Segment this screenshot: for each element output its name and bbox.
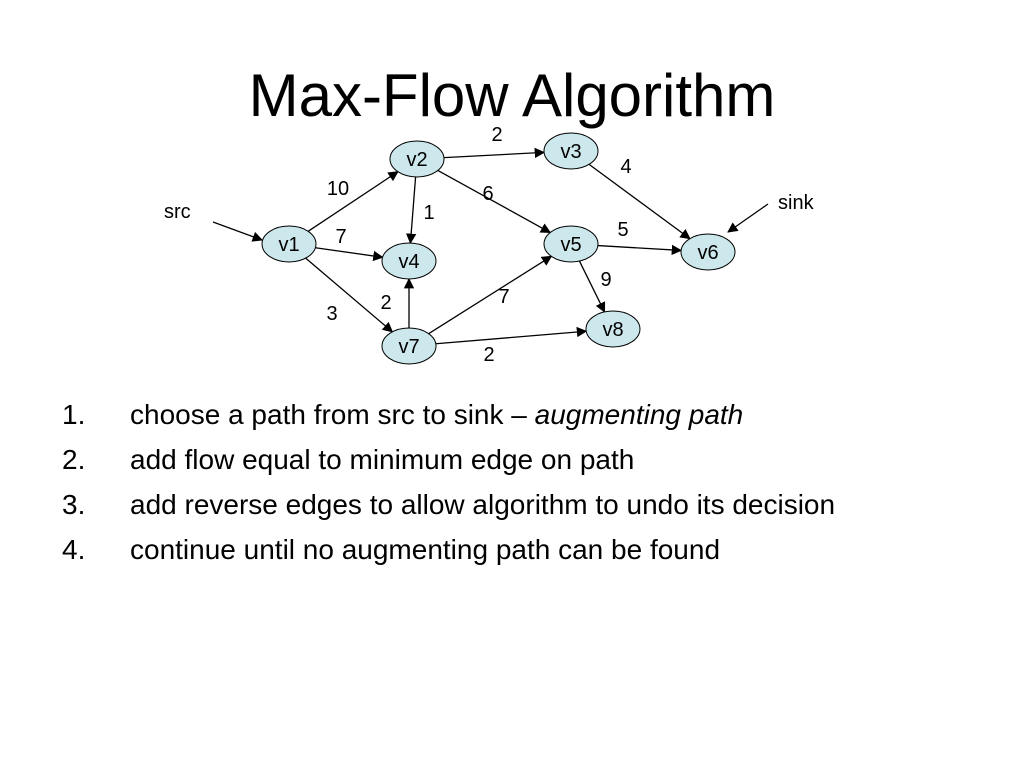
node-v7: v7 (381, 327, 437, 365)
step-item: 1. choose a path from src to sink – augm… (58, 396, 958, 433)
edge-capacity-v7-v5: 7 (498, 286, 509, 308)
node-v1: v1 (261, 225, 317, 263)
step-item: 2. add flow equal to minimum edge on pat… (58, 441, 958, 478)
sink-label: sink (778, 192, 815, 214)
node-v3: v3 (543, 132, 599, 170)
node-v6: v6 (680, 233, 736, 271)
node-v8: v8 (585, 310, 641, 348)
step-text: add reverse edges to allow algorithm to … (130, 489, 836, 520)
edge-v1-v4 (315, 247, 384, 262)
edge-capacity-v2-v4: 1 (423, 202, 434, 224)
node-ellipse (261, 225, 317, 263)
edge-capacity-v7-v4: 2 (380, 292, 391, 314)
node-layer: v1 v2 v3 v4 v5 v6 v7 v8 (261, 132, 736, 365)
edge-v2-v4 (405, 176, 417, 245)
step-number: 2. (62, 444, 86, 475)
edge-capacity-v5-v8: 9 (600, 269, 611, 291)
label-layer: src sink 10 7 3 2 1 6 4 5 9 2 7 2 (164, 124, 815, 366)
src-arrow (212, 221, 263, 242)
node-label: v7 (398, 336, 419, 358)
edge-v7-v5 (428, 255, 553, 335)
node-label: v6 (697, 242, 718, 264)
step-item: 4. continue until no augmenting path can… (58, 531, 958, 568)
edge-capacity-v3-v6: 4 (620, 156, 631, 178)
step-emphasis: augmenting path (534, 399, 744, 430)
edge-capacity-v2-v5: 6 (482, 183, 493, 205)
node-ellipse (585, 310, 641, 348)
node-v5: v5 (543, 225, 599, 263)
edge-v5-v6 (597, 244, 683, 256)
edge-capacity-v2-v3: 2 (491, 124, 502, 146)
edge-v2-v3 (443, 147, 546, 159)
node-label: v2 (406, 149, 427, 171)
node-ellipse (680, 233, 736, 271)
step-number: 3. (62, 489, 86, 520)
node-ellipse (543, 132, 599, 170)
step-text: continue until no augmenting path can be… (130, 534, 721, 565)
node-v4: v4 (381, 242, 437, 280)
terminal-arrows (212, 203, 769, 242)
edge-v7-v8 (435, 326, 588, 345)
edge-capacity-v7-v8: 2 (483, 344, 494, 366)
src-label: src (164, 201, 191, 223)
slide-title: Max-Flow Algorithm (248, 62, 776, 129)
node-label: v5 (560, 234, 581, 256)
node-label: v3 (560, 141, 581, 163)
edge-layer (305, 147, 691, 345)
edge-capacity-v1-v4: 7 (335, 226, 346, 248)
step-item: 3. add reverse edges to allow algorithm … (58, 486, 958, 523)
node-label: v1 (278, 234, 299, 256)
node-label: v8 (602, 319, 623, 341)
node-ellipse (389, 140, 445, 178)
edge-capacity-v1-v2: 10 (327, 178, 349, 200)
edge-capacity-v5-v6: 5 (617, 219, 628, 241)
node-label: v4 (398, 251, 419, 273)
edge-capacity-v1-v7: 3 (326, 303, 337, 325)
step-text: add flow equal to minimum edge on path (130, 444, 635, 475)
edge-v3-v6 (588, 163, 691, 240)
step-number: 4. (62, 534, 86, 565)
edge-v5-v8 (578, 260, 606, 313)
edge-v2-v5 (437, 169, 552, 234)
edge-v1-v2 (307, 171, 399, 232)
edge-v1-v7 (305, 257, 394, 333)
node-ellipse (543, 225, 599, 263)
node-ellipse (381, 327, 437, 365)
node-v2: v2 (389, 140, 445, 178)
algorithm-steps: 1. choose a path from src to sink – augm… (58, 396, 958, 576)
sink-arrow (727, 203, 769, 233)
step-number: 1. (62, 399, 86, 430)
node-ellipse (381, 242, 437, 280)
step-text: choose a path from src to sink – (130, 399, 535, 430)
